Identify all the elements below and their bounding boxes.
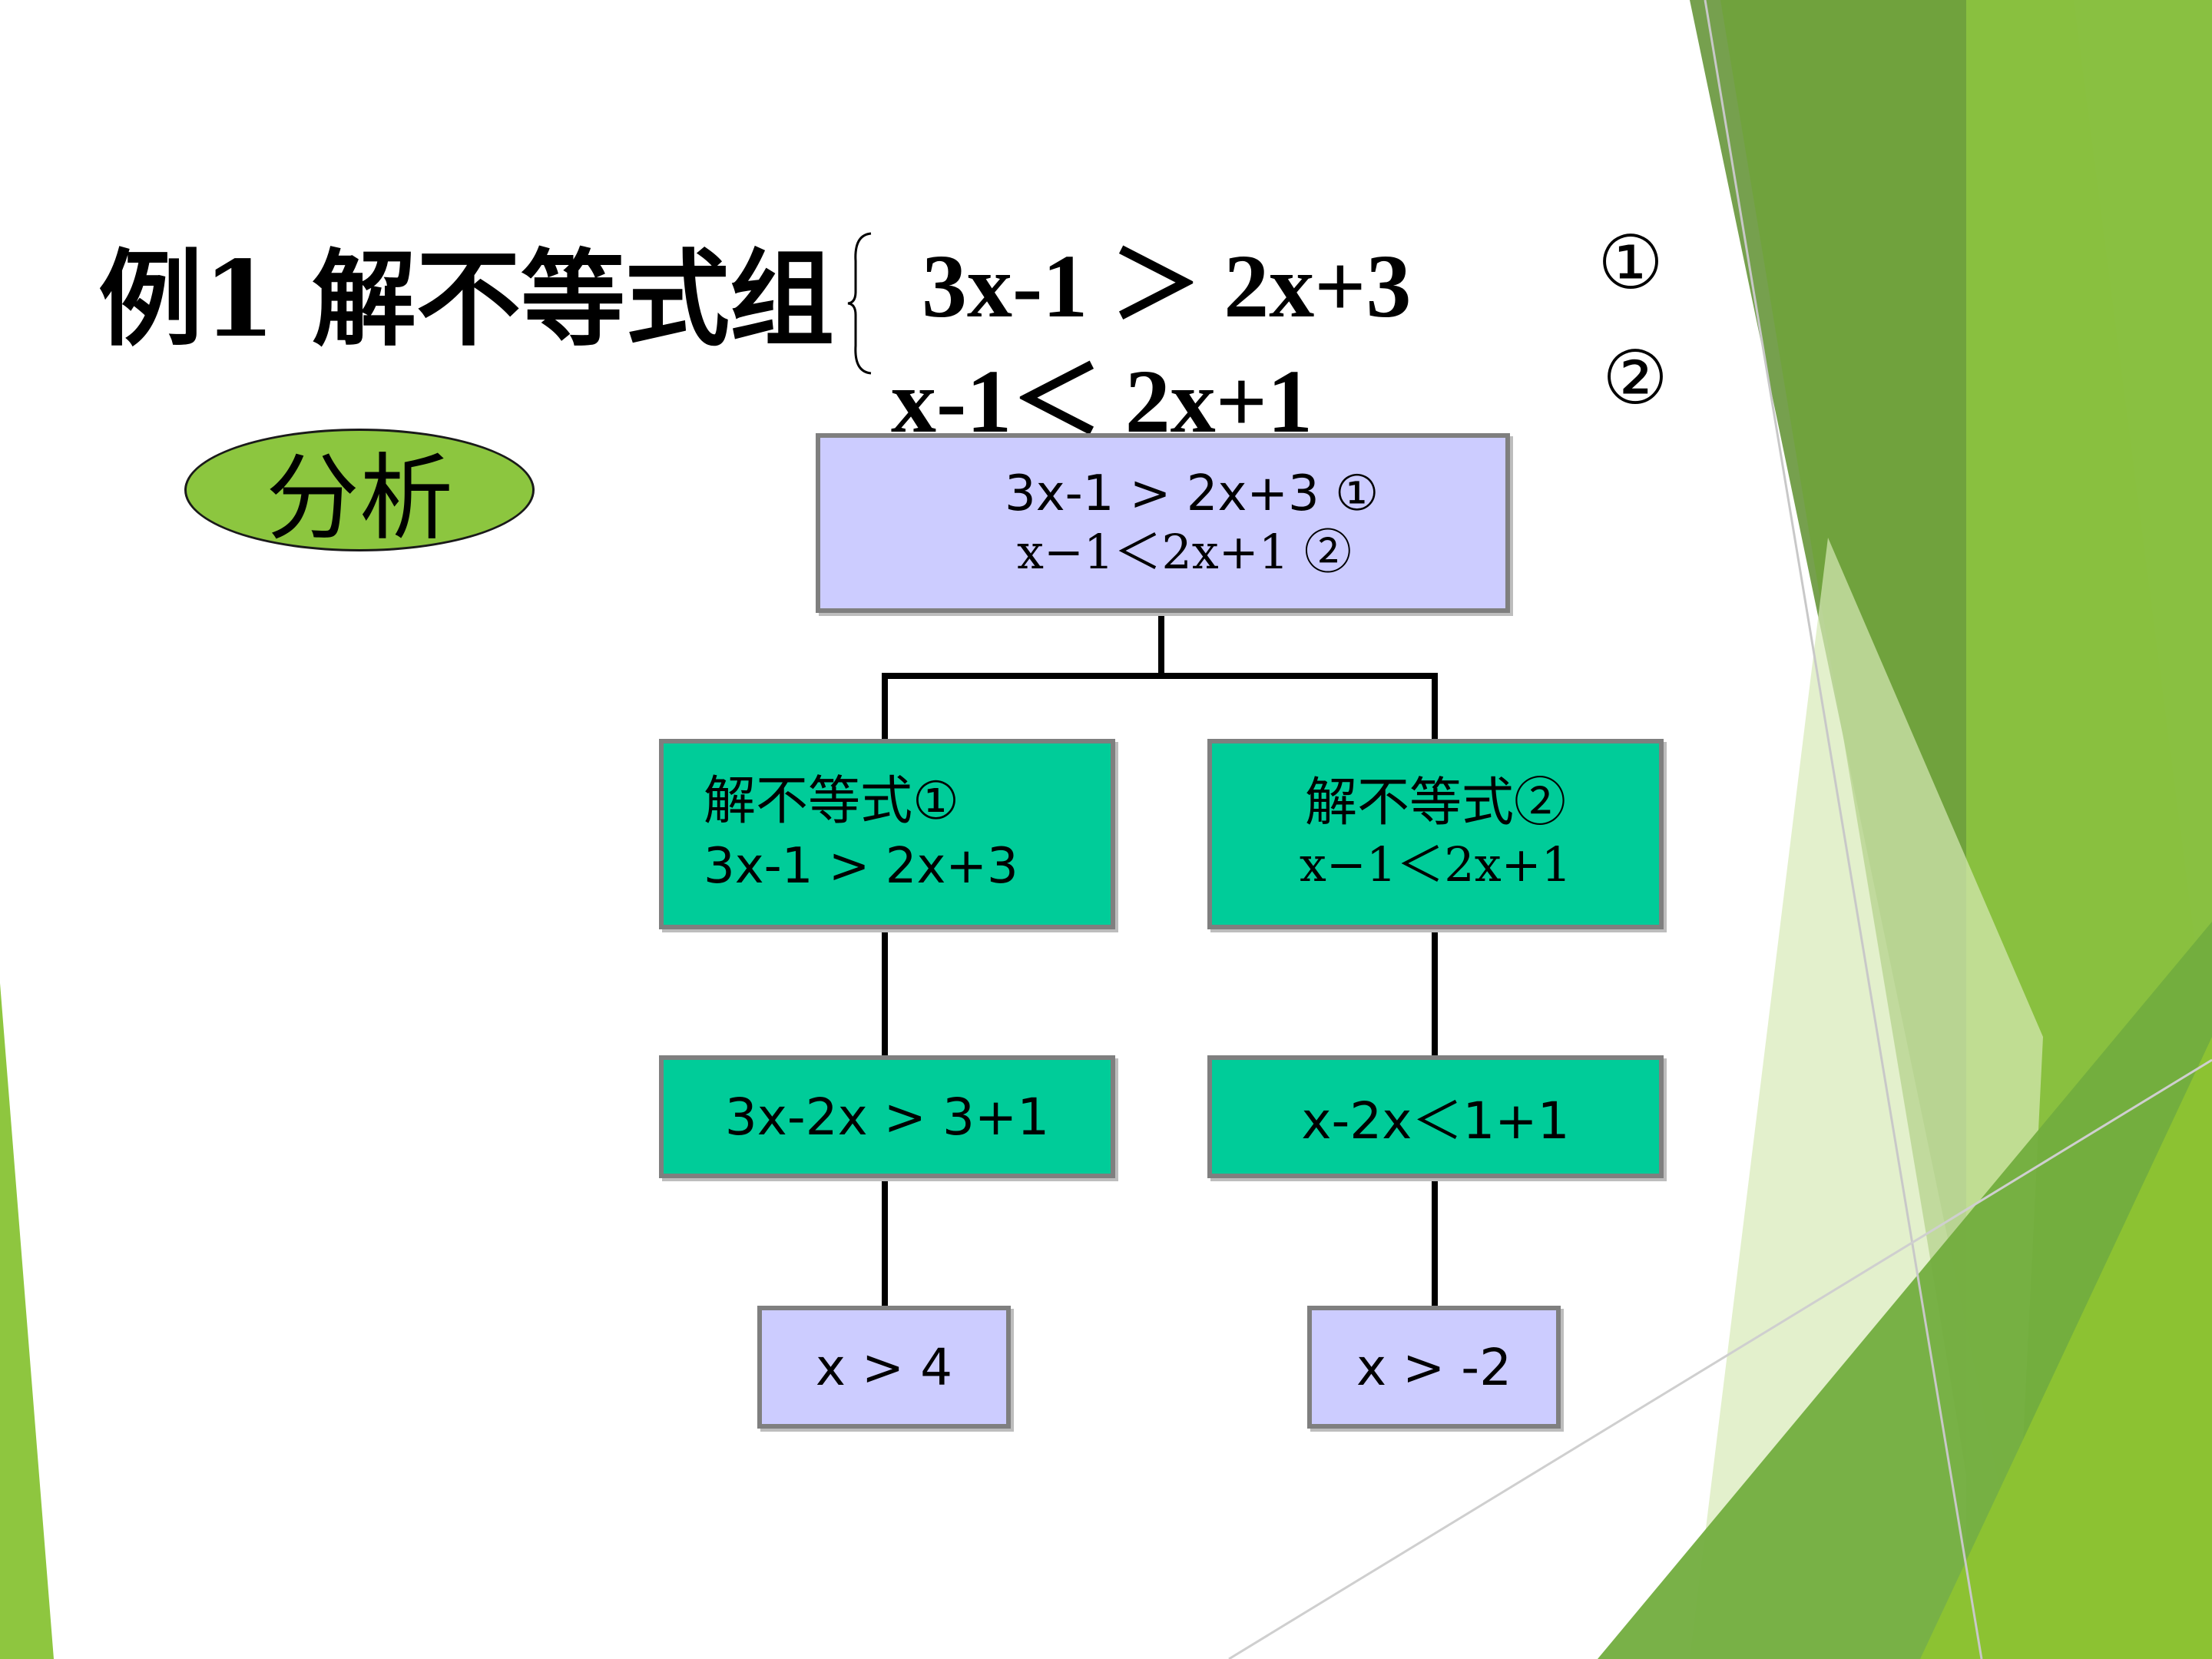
analysis-badge: 分析 bbox=[184, 429, 535, 553]
connector-right-2 bbox=[1432, 1177, 1438, 1307]
flow-right-step-1: 解不等式② x−1＜2x+1 bbox=[1207, 739, 1664, 929]
flow-right-step-1-line-2: x−1＜2x+1 bbox=[1299, 836, 1572, 892]
connector-left-1 bbox=[882, 928, 888, 1057]
flow-left-step-1-line-1: 解不等式① bbox=[704, 771, 959, 832]
flow-right-result-text: x > -2 bbox=[1356, 1337, 1512, 1397]
bg-thin-line-2 bbox=[1228, 1058, 2212, 1659]
equation-2-mark: ② bbox=[1602, 335, 1669, 421]
connector-top-stem bbox=[1158, 611, 1164, 676]
flow-right-step-2-text: x-2x＜1+1 bbox=[1301, 1091, 1570, 1151]
flow-left-step-1-line-2: 3x-1 > 2x+3 bbox=[704, 838, 1018, 895]
connector-left-drop bbox=[882, 673, 888, 743]
connector-left-2 bbox=[882, 1177, 888, 1307]
flow-left-step-1: 解不等式① 3x-1 > 2x+3 bbox=[659, 739, 1115, 929]
flow-left-step-2: 3x-2x > 3+1 bbox=[659, 1055, 1115, 1178]
bg-thin-line-1 bbox=[1704, 0, 1983, 1659]
slide-title: 例1 解不等式组 bbox=[98, 238, 834, 361]
flow-top-box: 3x-1 > 2x+3 ① x−1＜2x+1 ② bbox=[816, 433, 1510, 613]
bg-shape-bottom-right-2 bbox=[1920, 1037, 2212, 1659]
connector-horizontal bbox=[882, 673, 1438, 679]
analysis-badge-label: 分析 bbox=[266, 443, 453, 553]
connector-right-drop bbox=[1432, 673, 1438, 743]
flow-top-line-2: x−1＜2x+1 ② bbox=[1017, 524, 1352, 580]
left-brace bbox=[847, 232, 872, 375]
flow-left-result: x > 4 bbox=[757, 1306, 1011, 1429]
flow-right-step-2: x-2x＜1+1 bbox=[1207, 1055, 1664, 1178]
flow-right-result: x > -2 bbox=[1307, 1306, 1561, 1429]
flow-right-step-1-line-1: 解不等式② bbox=[1304, 773, 1566, 833]
flow-top-line-1: 3x-1 > 2x+3 ① bbox=[1005, 465, 1379, 522]
flow-left-result-text: x > 4 bbox=[815, 1337, 953, 1397]
bg-shape-left bbox=[0, 983, 54, 1659]
connector-right-1 bbox=[1432, 928, 1438, 1057]
equation-1: 3x-1 ＞ 2x+3 bbox=[922, 236, 1412, 336]
flow-left-step-2-text: 3x-2x > 3+1 bbox=[724, 1087, 1050, 1147]
equation-1-mark: ① bbox=[1598, 220, 1664, 306]
